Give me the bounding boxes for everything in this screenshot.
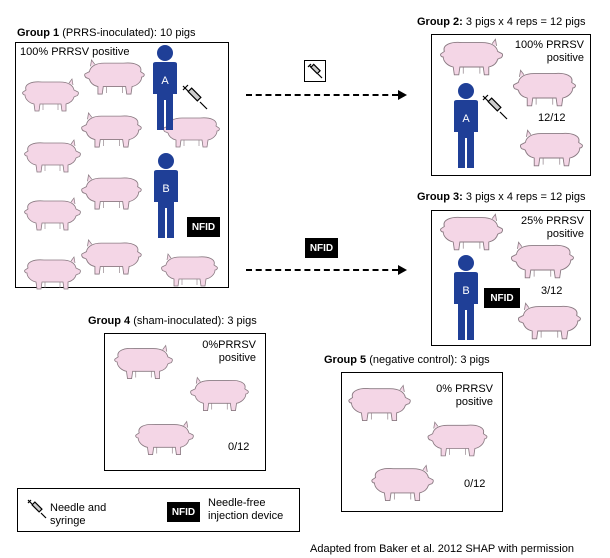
arrowhead-group2 bbox=[398, 90, 407, 100]
credit-text: Adapted from Baker et al. 2012 SHAP with… bbox=[310, 543, 574, 555]
pig-icon bbox=[22, 254, 82, 297]
group4-status-line2: positive bbox=[218, 352, 256, 364]
group4-title-bold: Group 4 bbox=[88, 315, 131, 327]
pig-icon bbox=[369, 463, 435, 508]
pig-icon bbox=[112, 343, 174, 386]
group2-title-rest: 3 pigs x 4 reps = 12 pigs bbox=[462, 16, 586, 28]
group1-status: 100% PRRSV positive bbox=[20, 46, 130, 58]
group2-status-line2: positive bbox=[546, 52, 584, 64]
group3-status-line1: 25% PRRSV bbox=[521, 215, 584, 227]
pig-icon bbox=[83, 57, 147, 102]
pig-icon bbox=[437, 212, 505, 257]
group2-status: 100% PRRSV positive bbox=[470, 39, 584, 65]
pig-icon bbox=[511, 68, 579, 113]
pig-icon bbox=[133, 419, 195, 462]
pig-icon bbox=[437, 37, 505, 82]
group4-title-rest: (sham-inoculated): 3 pigs bbox=[130, 315, 257, 327]
group3-person-icon: B bbox=[451, 254, 481, 345]
group1-title-bold: Group 1 bbox=[17, 27, 60, 39]
arrowhead-group3 bbox=[398, 265, 407, 275]
pig-icon bbox=[160, 251, 220, 294]
legend-nfid-badge: NFID bbox=[167, 502, 200, 522]
group5-status-line2: positive bbox=[455, 396, 493, 408]
legend-needle-line1: Needle and bbox=[50, 502, 107, 514]
group3-title-bold: Group 3: bbox=[417, 191, 463, 203]
group2-count: 12/12 bbox=[538, 112, 566, 124]
group2-title-bold: Group 2: bbox=[417, 16, 463, 28]
legend-nfid-line2: injection device bbox=[208, 510, 284, 522]
pig-icon bbox=[189, 375, 251, 418]
person-b-icon: B bbox=[151, 152, 181, 243]
arrow-group1-to-group3 bbox=[246, 269, 398, 271]
group2-person-icon: A bbox=[451, 82, 481, 173]
pig-icon bbox=[20, 76, 80, 119]
pig-icon bbox=[80, 110, 144, 155]
legend-box bbox=[17, 488, 300, 532]
group1-title-rest: (PRRS-inoculated): 10 pigs bbox=[59, 27, 196, 39]
syringe-label-box bbox=[304, 60, 326, 82]
syringe-icon bbox=[307, 63, 323, 79]
legend-nfid-line1: Needle-free bbox=[208, 497, 266, 509]
group5-status: 0% PRRSV positive bbox=[400, 383, 493, 409]
legend-needle-text: Needle and syringe bbox=[50, 502, 106, 528]
group4-status: 0%PRRSV positive bbox=[190, 339, 256, 365]
syringe-icon bbox=[480, 92, 510, 127]
group5-count: 0/12 bbox=[464, 478, 486, 490]
group2-title: Group 2: 3 pigs x 4 reps = 12 pigs bbox=[417, 16, 585, 28]
pig-icon bbox=[426, 420, 490, 463]
group5-status-line1: 0% PRRSV bbox=[436, 383, 493, 395]
group1-nfid-badge: NFID bbox=[187, 217, 220, 237]
group3-title-rest: 3 pigs x 4 reps = 12 pigs bbox=[462, 191, 586, 203]
legend-needle-line2: syringe bbox=[50, 515, 86, 527]
pig-icon bbox=[516, 301, 584, 346]
svg-text:B: B bbox=[462, 285, 469, 297]
group5-title: Group 5 (negative control): 3 pigs bbox=[324, 354, 490, 366]
arrow-nfid-badge: NFID bbox=[305, 238, 338, 258]
pig-icon bbox=[22, 137, 82, 180]
pig-icon bbox=[80, 172, 144, 217]
group3-count: 3/12 bbox=[541, 285, 563, 297]
group2-status-line1: 100% PRRSV bbox=[514, 39, 584, 51]
group4-status-line1: 0%PRRSV bbox=[202, 339, 256, 351]
legend-nfid-text: Needle-free injection device bbox=[208, 497, 283, 523]
pig-icon bbox=[509, 240, 577, 285]
group3-nfid-badge: NFID bbox=[484, 288, 520, 308]
group5-title-bold: Group 5 bbox=[324, 354, 367, 366]
pig-icon bbox=[518, 128, 586, 173]
group3-status: 25% PRRSV positive bbox=[470, 215, 584, 241]
group3-status-line2: positive bbox=[546, 228, 584, 240]
person-a-icon: A bbox=[150, 44, 180, 135]
pig-icon bbox=[22, 195, 82, 238]
group4-count: 0/12 bbox=[228, 441, 250, 453]
svg-text:A: A bbox=[161, 75, 169, 87]
group3-title: Group 3: 3 pigs x 4 reps = 12 pigs bbox=[417, 191, 585, 203]
pig-icon bbox=[346, 383, 412, 428]
group1-title: Group 1 (PRRS-inoculated): 10 pigs bbox=[17, 27, 196, 39]
legend-syringe-icon bbox=[27, 499, 47, 519]
group4-title: Group 4 (sham-inoculated): 3 pigs bbox=[88, 315, 257, 327]
svg-text:B: B bbox=[162, 183, 169, 195]
arrow-group1-to-group2 bbox=[246, 94, 398, 96]
syringe-icon bbox=[180, 82, 210, 117]
group5-title-rest: (negative control): 3 pigs bbox=[366, 354, 490, 366]
pig-icon bbox=[80, 237, 144, 282]
svg-text:A: A bbox=[462, 113, 470, 125]
